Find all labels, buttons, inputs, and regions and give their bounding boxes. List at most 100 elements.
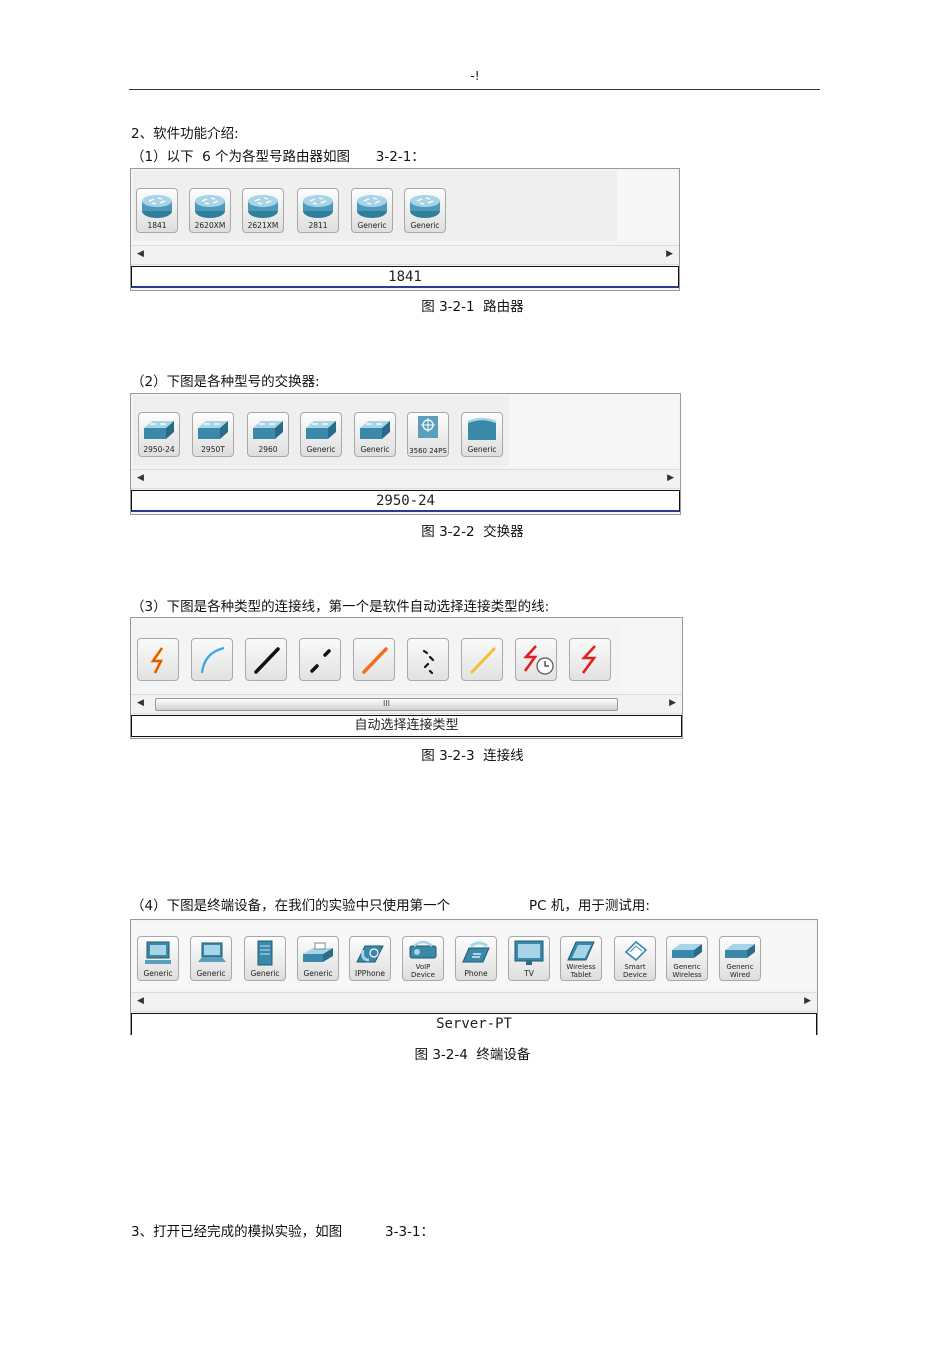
switch-label: 2950-24 [143, 445, 175, 454]
scroll-right-icon[interactable]: ▶ [804, 996, 811, 1006]
router-label: Generic [357, 221, 387, 230]
serial-dte-icon[interactable] [569, 638, 611, 681]
end-device-generic-wireless[interactable]: Generic Wireless [666, 936, 708, 981]
crossover-cable-icon[interactable] [299, 638, 341, 681]
router-caption: 图 3-2-1 路由器 [421, 299, 524, 315]
printer-icon [303, 942, 333, 962]
straight-through-cable-icon[interactable] [245, 638, 287, 681]
router-icon-row: 1841 2620XM 2621XM 2811 Generic Generic [133, 171, 677, 241]
switch-icon [144, 421, 174, 439]
cable-caption: 图 3-2-3 连接线 [421, 748, 524, 764]
end-device-label: VoIP Device [411, 964, 435, 979]
tv-icon [514, 940, 544, 965]
scroll-right-icon[interactable]: ▶ [669, 698, 676, 708]
router-icon [142, 195, 172, 218]
switch-label: 2960 [258, 445, 278, 454]
end-device-panel: Generic Generic Generic Generic IPPhone … [130, 919, 818, 1035]
fiber-cable-icon[interactable] [353, 638, 395, 681]
end-device-phone[interactable]: Phone [455, 936, 497, 981]
scroll-right-icon[interactable]: ▶ [667, 473, 674, 483]
phone-icon [462, 941, 490, 963]
wireless-device-icon [672, 944, 702, 958]
multilayer-switch-icon [418, 416, 438, 438]
phone-cable-icon[interactable] [407, 638, 449, 681]
router-icon [195, 195, 225, 218]
end-device-ipphone[interactable]: IPPhone [349, 936, 391, 981]
switch-panel: 2950-24 2950T 2960 Generic Generic 3560 … [130, 393, 681, 515]
switch-generic-1[interactable]: Generic [300, 412, 342, 457]
end-device-voip[interactable]: VoIP Device [402, 936, 444, 981]
switch-label: 2950T [201, 445, 225, 454]
end-device-label: IPPhone [355, 969, 385, 978]
end-devices-intro-a: （4）下图是终端设备，在我们的实验中只使用第一个 [131, 898, 451, 914]
router-icon [303, 195, 333, 218]
end-device-label: Generic [250, 969, 280, 978]
router-2620xm[interactable]: 2620XM [189, 188, 231, 233]
serial-dce-icon[interactable] [515, 638, 557, 681]
end-device-caption: 图 3-2-4 终端设备 [414, 1047, 531, 1063]
router-2811[interactable]: 2811 [297, 188, 339, 233]
coaxial-cable-icon[interactable] [461, 638, 503, 681]
console-cable-icon[interactable] [191, 638, 233, 681]
switch-generic-2[interactable]: Generic [354, 412, 396, 457]
end-device-generic-wired[interactable]: Generic Wired [719, 936, 761, 981]
tablet-icon [567, 941, 595, 961]
switch-label: 3560 24PS [409, 447, 447, 455]
end-device-pc[interactable]: Generic [137, 936, 179, 981]
switch-label: Generic [360, 445, 390, 454]
server-icon [257, 940, 273, 966]
end-device-server[interactable]: Generic [244, 936, 286, 981]
switch-selected-name: 2950-24 [131, 490, 680, 512]
end-device-selected-name: Server-PT [131, 1013, 817, 1035]
cable-scrollbar[interactable]: ◀ III ▶ [131, 694, 682, 714]
router-icon [248, 195, 278, 218]
switch-2960[interactable]: 2960 [247, 412, 289, 457]
end-device-laptop[interactable]: Generic [190, 936, 232, 981]
end-device-label: Generic [196, 969, 226, 978]
end-device-smart[interactable]: Smart Device [614, 936, 656, 981]
end-device-label: Generic [303, 969, 333, 978]
router-label: Generic [410, 221, 440, 230]
scroll-thumb[interactable]: III [155, 698, 618, 711]
auto-connection-icon[interactable] [137, 638, 179, 681]
router-generic-1[interactable]: Generic [351, 188, 393, 233]
router-label: 2621XM [247, 221, 279, 230]
router-label: 1841 [147, 221, 167, 230]
router-icon [357, 195, 387, 218]
scroll-right-icon[interactable]: ▶ [666, 249, 673, 259]
pc-icon [145, 941, 171, 964]
scroll-left-icon[interactable]: ◀ [137, 249, 144, 259]
end-device-label: Generic Wired [726, 964, 754, 979]
scroll-left-icon[interactable]: ◀ [137, 473, 144, 483]
wired-device-icon [725, 944, 755, 958]
switch-icon-row: 2950-24 2950T 2960 Generic Generic 3560 … [133, 396, 678, 466]
cable-panel: ◀ III ▶ 自动选择连接类型 [130, 617, 683, 739]
router-label: 2620XM [194, 221, 226, 230]
end-device-printer[interactable]: Generic [297, 936, 339, 981]
end-device-label: TV [524, 969, 534, 978]
switch-icon [360, 421, 390, 439]
header-rule [129, 89, 820, 90]
switch-2950t[interactable]: 2950T [192, 412, 234, 457]
switch-generic-3[interactable]: Generic [461, 412, 503, 457]
router-generic-2[interactable]: Generic [404, 188, 446, 233]
cable-icon-row [133, 620, 680, 690]
router-label: 2811 [308, 221, 328, 230]
switch-3560-24ps[interactable]: 3560 24PS [407, 412, 449, 457]
cables-intro: （3）下图是各种类型的连接线，第一个是软件自动选择连接类型的线: [131, 599, 550, 615]
end-device-tv[interactable]: TV [508, 936, 550, 981]
cable-selected-name: 自动选择连接类型 [131, 715, 682, 737]
end-device-label: Wireless Tablet [566, 964, 596, 979]
switch-scrollbar[interactable]: ◀ ▶ [131, 469, 680, 489]
router-scrollbar[interactable]: ◀ ▶ [131, 245, 679, 265]
end-device-scrollbar[interactable]: ◀ ▶ [131, 992, 817, 1012]
router-2621xm[interactable]: 2621XM [242, 188, 284, 233]
router-1841[interactable]: 1841 [136, 188, 178, 233]
end-devices-intro-b: PC 机，用于测试用: [529, 898, 650, 914]
scroll-left-icon[interactable]: ◀ [137, 698, 144, 708]
switch-2950-24[interactable]: 2950-24 [138, 412, 180, 457]
switches-intro: （2）下图是各种型号的交换器: [131, 374, 320, 390]
end-device-wireless-tablet[interactable]: Wireless Tablet [560, 936, 602, 981]
switch-icon [198, 421, 228, 439]
scroll-left-icon[interactable]: ◀ [137, 996, 144, 1006]
